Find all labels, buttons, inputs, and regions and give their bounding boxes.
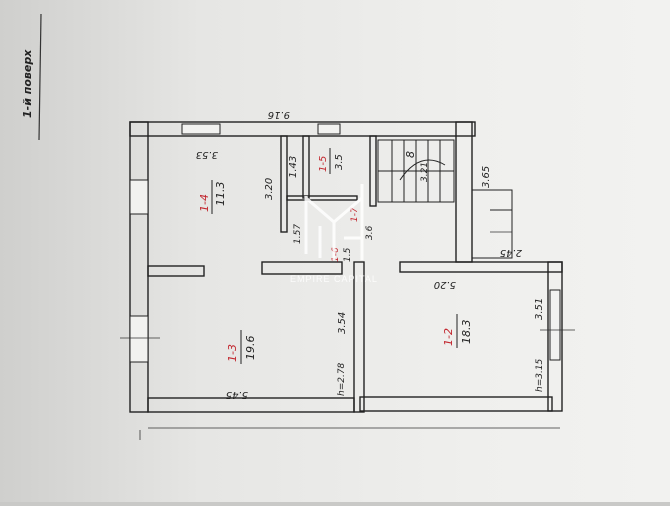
stair-flight — [377, 139, 455, 203]
dim-top-left-room: 3.53 — [196, 149, 218, 160]
overall-dimension: 9.16 — [268, 109, 290, 120]
watermark-brand: EMPIRE CAPITAL — [290, 274, 378, 284]
dim-corridor-height: 3.20 — [264, 178, 275, 200]
dim-right-bottom: 2.45 — [500, 247, 522, 258]
room-number: 1-3 — [226, 344, 239, 362]
room-number: 1-7 — [350, 207, 360, 222]
binder-line — [38, 13, 42, 141]
dim-stair: 3.21 — [420, 162, 430, 182]
ceiling-height-right: h=3.15 — [535, 358, 545, 392]
room-number: 1-6 — [331, 247, 341, 262]
dim-right-top: 3.65 — [481, 166, 492, 188]
room-1-3: 1-3 19.6 — [226, 330, 257, 364]
room-area: 3.6 — [365, 225, 375, 240]
dim-middle-vertical: 3.54 — [337, 312, 348, 334]
room-1-7: 1-7 3.6 — [350, 207, 375, 240]
dim-passage-width: 1.57 — [293, 224, 303, 244]
room-1-5: 1-5 3.5 — [318, 148, 345, 174]
dim-middle-horizontal: 5.20 — [434, 279, 456, 290]
dim-wc-height: 1.43 — [288, 156, 299, 178]
floor-label: 1-й поверх — [21, 49, 34, 118]
room-area: 19.6 — [244, 336, 257, 361]
room-1-4: 1-4 11.3 — [198, 180, 227, 214]
room-area: 3.5 — [334, 154, 345, 170]
dimension-lines — [120, 231, 575, 440]
room-number: 1-4 — [198, 194, 211, 212]
room-area: 1.5 — [343, 247, 353, 262]
room-1-2: 1-2 18.3 — [442, 314, 473, 348]
entrance-porch — [472, 189, 513, 259]
watermark-logo-icon — [304, 184, 364, 260]
dim-right-room-height: 3.51 — [534, 298, 545, 320]
dim-bottom-left-width: 5.45 — [226, 389, 248, 400]
room-number: 1-2 — [442, 328, 455, 346]
room-number: 1-5 — [318, 156, 329, 172]
watermark: EMPIRE CAPITAL — [290, 184, 378, 284]
room-area: 18.3 — [460, 320, 473, 345]
ceiling-height-left: h=2.78 — [337, 362, 347, 396]
room-1-6: 1-6 1.5 — [331, 247, 353, 262]
room-area: 11.3 — [214, 182, 227, 207]
windows — [129, 123, 561, 363]
stair-number: 8 — [404, 151, 417, 158]
walls — [129, 121, 563, 413]
